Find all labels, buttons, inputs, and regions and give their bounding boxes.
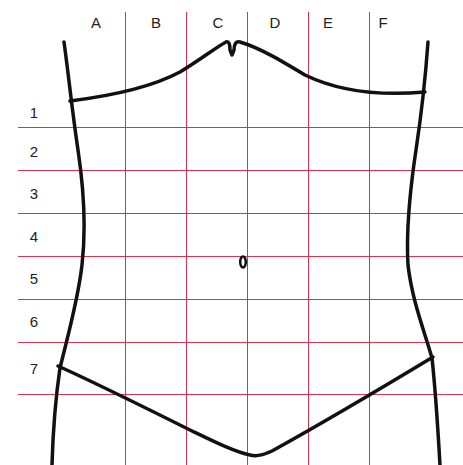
column-label: A xyxy=(91,15,101,30)
navel xyxy=(240,257,246,268)
row-label: 3 xyxy=(30,186,38,201)
row-label: 7 xyxy=(30,361,38,376)
row-label: 4 xyxy=(30,229,38,244)
body-outline xyxy=(52,42,440,465)
column-label: E xyxy=(323,15,333,30)
column-label: B xyxy=(151,15,161,30)
row-label: 1 xyxy=(30,105,38,120)
column-label: F xyxy=(378,15,387,30)
row-label: 6 xyxy=(30,314,38,329)
grid-lines xyxy=(18,12,463,465)
column-label: C xyxy=(213,15,224,30)
column-label: D xyxy=(270,15,281,30)
row-label: 2 xyxy=(30,144,38,159)
row-label: 5 xyxy=(30,271,38,286)
